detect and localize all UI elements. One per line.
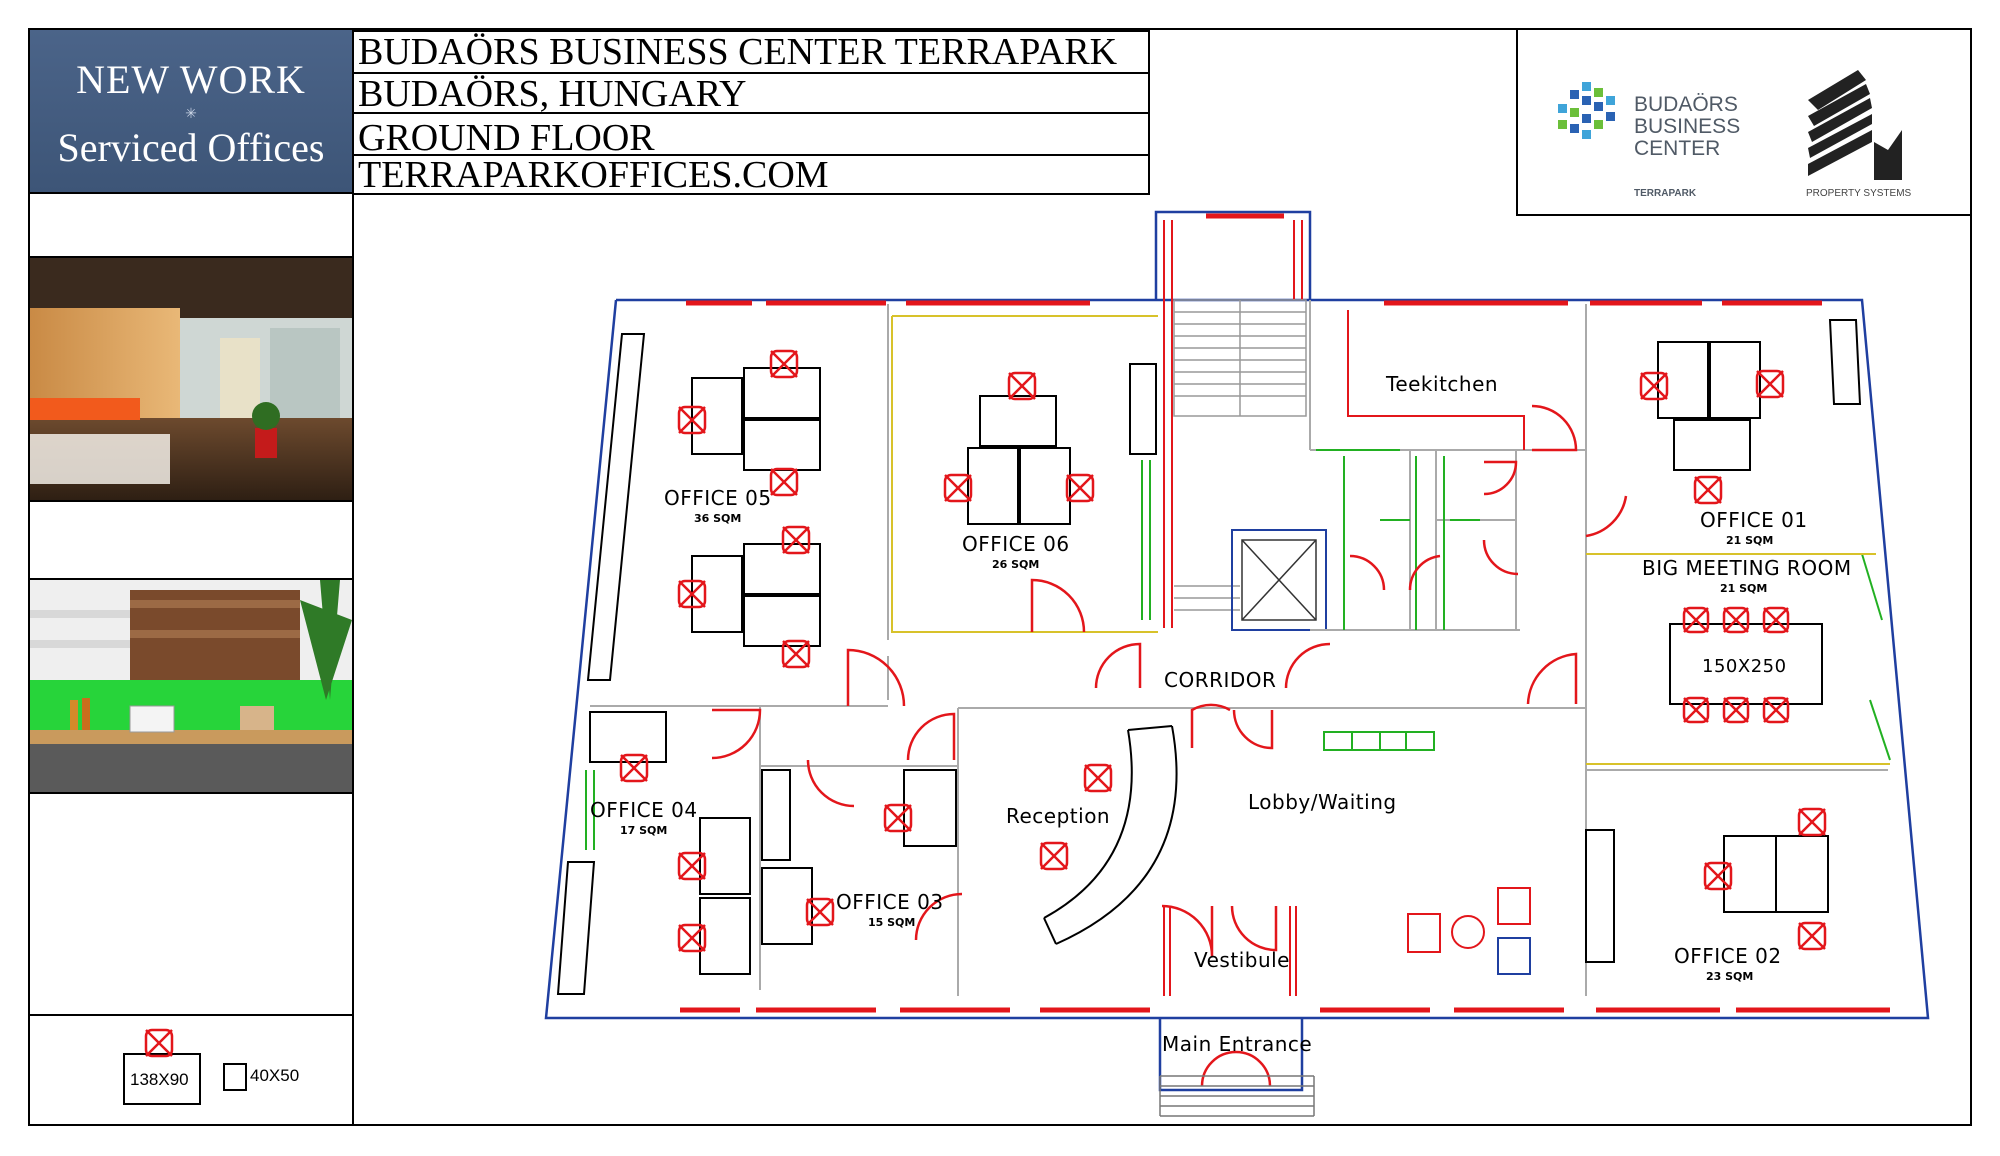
building-title: BUDAÖRS BUSINESS CENTER TERRAPARK bbox=[354, 32, 1150, 74]
legend-desk-label: 138X90 bbox=[130, 1070, 189, 1089]
desks bbox=[589, 341, 1829, 975]
teekitchen-counter bbox=[1347, 310, 1525, 450]
brand-line-1: NEW WORK bbox=[76, 57, 306, 102]
room-label-lobby: Lobby/Waiting bbox=[1248, 790, 1397, 814]
brand-star-icon: ✳ bbox=[185, 107, 197, 122]
room-label-main-entrance: Main Entrance bbox=[1162, 1032, 1313, 1056]
property-systems-logo-icon bbox=[1808, 70, 1902, 180]
room-label-office-03: OFFICE 03 bbox=[836, 890, 944, 914]
glass-partitions bbox=[585, 449, 1891, 850]
room-area-office-03: 15 SQM bbox=[868, 916, 916, 929]
reception-desk bbox=[1043, 725, 1178, 945]
elevator bbox=[1231, 529, 1327, 631]
business-center-logo-icon bbox=[1558, 82, 1615, 139]
business-center-logo-text: BUDAÖRS BUSINESS CENTER bbox=[1634, 94, 1740, 160]
stair-core bbox=[1163, 220, 1303, 628]
meeting-room-glass bbox=[891, 315, 1890, 765]
room-label-vestibule: Vestibule bbox=[1194, 948, 1290, 972]
lobby-photo bbox=[30, 256, 352, 502]
legend-separator bbox=[30, 1014, 352, 1016]
logo-line-2: BUSINESS bbox=[1634, 115, 1741, 138]
poster-frame bbox=[28, 28, 1972, 1126]
title-block: BUDAÖRS BUSINESS CENTER TERRAPARK BUDAÖR… bbox=[354, 30, 1150, 195]
windows bbox=[680, 213, 1890, 1013]
logo-block: BUDAÖRS BUSINESS CENTER TERRAPARK PROPER… bbox=[1516, 30, 1970, 216]
room-area-office-02: 23 SQM bbox=[1706, 970, 1754, 983]
legend-cabinet-label: 40X50 bbox=[250, 1066, 300, 1085]
room-label-office-04: OFFICE 04 bbox=[590, 798, 698, 822]
logo-line-1: BUDAÖRS bbox=[1634, 93, 1738, 116]
meeting-table-size: 150X250 bbox=[1702, 656, 1787, 677]
location-title: BUDAÖRS, HUNGARY bbox=[354, 74, 1150, 114]
vestibule-walls bbox=[1163, 906, 1297, 996]
room-label-meeting-room: BIG MEETING ROOM bbox=[1642, 556, 1852, 580]
room-label-office-02: OFFICE 02 bbox=[1674, 944, 1782, 968]
brand-block: NEW WORK ✳ Serviced Offices bbox=[30, 30, 352, 194]
chairs bbox=[619, 349, 1827, 953]
room-label-teekitchen: Teekitchen bbox=[1386, 372, 1499, 396]
floor-title: GROUND FLOOR bbox=[354, 114, 1150, 159]
room-label-office-05: OFFICE 05 bbox=[664, 486, 772, 510]
room-area-office-06: 26 SQM bbox=[992, 558, 1040, 571]
entrance-steps bbox=[1159, 1075, 1315, 1117]
room-label-reception: Reception bbox=[1006, 804, 1111, 828]
room-label-office-01: OFFICE 01 bbox=[1700, 508, 1808, 532]
lobby-photo-image bbox=[30, 258, 352, 500]
storage-cabinets bbox=[556, 319, 1862, 995]
left-column bbox=[28, 28, 354, 1126]
kitchen-photo bbox=[30, 578, 352, 794]
room-area-meeting-room: 21 SQM bbox=[1720, 582, 1768, 595]
logo-line-3: CENTER bbox=[1634, 137, 1721, 160]
kitchen-photo-image bbox=[30, 580, 352, 792]
brand-line-2: Serviced Offices bbox=[57, 125, 325, 170]
room-area-office-01: 21 SQM bbox=[1726, 534, 1774, 547]
room-label-corridor: CORRIDOR bbox=[1164, 668, 1277, 692]
website-link[interactable]: TERRAPARKOFFICES.COM bbox=[358, 154, 829, 196]
doors bbox=[711, 404, 1628, 1087]
property-systems-text: PROPERTY SYSTEMS bbox=[1806, 188, 1912, 199]
room-area-office-04: 17 SQM bbox=[620, 824, 668, 837]
lobby-furniture bbox=[1323, 731, 1531, 975]
logo-sub-text: TERRAPARK bbox=[1634, 188, 1697, 199]
staircase bbox=[1173, 299, 1307, 611]
room-label-office-06: OFFICE 06 bbox=[962, 532, 1070, 556]
outer-walls bbox=[544, 210, 1930, 1092]
room-area-office-05: 36 SQM bbox=[694, 512, 742, 525]
